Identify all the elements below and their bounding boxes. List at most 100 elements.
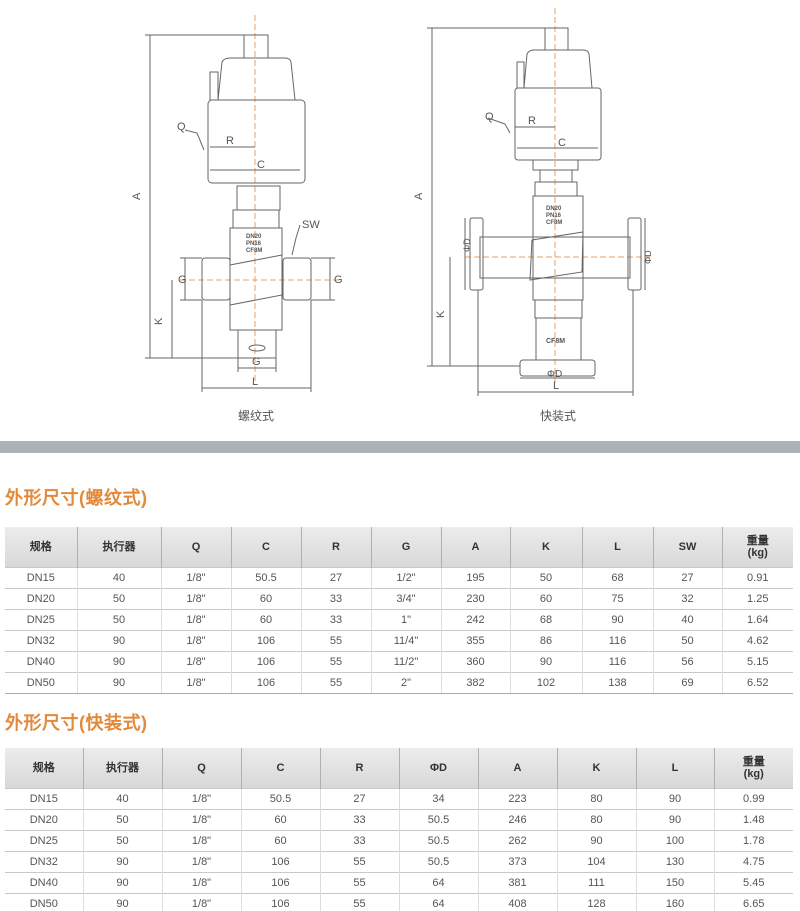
column-header: SW [652, 527, 722, 568]
table-cell: 90 [635, 809, 714, 831]
column-header: K [556, 748, 636, 789]
table-cell: 33 [300, 588, 371, 610]
table-cell: 80 [556, 788, 636, 810]
table-cell: DN40 [5, 651, 77, 673]
column-header: 规格 [5, 748, 83, 789]
table-cell: 55 [300, 672, 371, 694]
column-header: 重量 (kg) [721, 527, 793, 568]
dim-label-g-left: G [178, 274, 187, 286]
table-cell: 90 [82, 851, 162, 873]
column-header: G [370, 527, 441, 568]
column-header: 执行器 [76, 527, 161, 568]
table-cell: 50.5 [398, 809, 478, 831]
table-cell: DN15 [5, 788, 83, 810]
table-cell: 33 [319, 830, 399, 852]
table-cell: 1/8" [161, 830, 241, 852]
column-header: L [635, 748, 714, 789]
table-cell: 75 [581, 588, 653, 610]
dim-label-k: K [153, 317, 165, 325]
column-header: K [509, 527, 582, 568]
column-header: 规格 [5, 527, 77, 568]
dim-label-g-bottom: G [252, 356, 261, 368]
table-cell: 382 [440, 672, 510, 694]
table-cell: 27 [319, 788, 399, 810]
table-cell: 1" [370, 609, 441, 631]
dim-label-sw: SW [302, 219, 320, 231]
table-cell: 1/8" [161, 851, 241, 873]
body-marking: PN16 [246, 241, 262, 247]
table-cell: 1/8" [160, 672, 231, 694]
table-cell: DN32 [5, 630, 77, 652]
column-header: Q [161, 748, 241, 789]
dim-label-a: A [131, 192, 143, 200]
table-cell: 32 [652, 588, 722, 610]
body-marking: CF8M [246, 248, 262, 254]
dim-label-l: L [252, 376, 258, 388]
table-cell: 0.99 [713, 788, 793, 810]
table-cell: 90 [76, 672, 161, 694]
table-cell: 1/8" [160, 630, 231, 652]
threaded-valve-drawing: A K Q R C SW G G G L DN20 PN16 CF8M 螺纹式 [131, 15, 343, 423]
table-cell: 55 [319, 851, 399, 873]
dim-label-c: C [558, 137, 566, 149]
table-cell: DN20 [5, 809, 83, 831]
table-cell: 355 [440, 630, 510, 652]
dim-label-d-right: ΦD [643, 250, 653, 264]
column-header: C [240, 748, 320, 789]
table-cell: 55 [319, 872, 399, 894]
column-header: ΦD [398, 748, 478, 789]
table-cell: 106 [240, 851, 320, 873]
table-cell: 106 [240, 872, 320, 894]
table-cell: 27 [300, 567, 371, 589]
table-cell: 68 [581, 567, 653, 589]
table-cell: 50.5 [398, 851, 478, 873]
table-cell: 27 [652, 567, 722, 589]
column-header: Q [160, 527, 231, 568]
table-cell: 128 [556, 893, 636, 911]
table-cell: 1.78 [713, 830, 793, 852]
column-header: R [319, 748, 399, 789]
table-cell: 33 [300, 609, 371, 631]
table-cell: 60 [240, 809, 320, 831]
table-cell: 6.65 [713, 893, 793, 911]
table-cell: 104 [556, 851, 636, 873]
table-cell: 223 [477, 788, 557, 810]
dim-label-d-bottom: ΦD [547, 369, 562, 380]
table-cell: 1/8" [160, 651, 231, 673]
table-cell: 40 [76, 567, 161, 589]
body-marking: DN20 [546, 206, 562, 212]
table-cell: 106 [230, 651, 301, 673]
dim-label-r: R [528, 115, 536, 127]
table-cell: 1.48 [713, 809, 793, 831]
table-cell: 64 [398, 893, 478, 911]
table-cell: 1.64 [721, 609, 793, 631]
table-cell: DN50 [5, 672, 77, 694]
dim-label-g-right: G [334, 274, 343, 286]
table-cell: 90 [509, 651, 582, 673]
table-cell: 64 [398, 872, 478, 894]
table-cell: 69 [652, 672, 722, 694]
table-cell: 60 [240, 830, 320, 852]
table-cell: 33 [319, 809, 399, 831]
table-cell: 5.45 [713, 872, 793, 894]
table-cell: 1/8" [161, 872, 241, 894]
table-cell: 160 [635, 893, 714, 911]
table-cell: 50 [82, 830, 162, 852]
table-cell: DN15 [5, 567, 77, 589]
table-cell: 106 [230, 630, 301, 652]
clamp-table-title: 外形尺寸(快装式) [5, 713, 148, 733]
table-cell: 138 [581, 672, 653, 694]
table-cell: 68 [509, 609, 582, 631]
table-cell: 1/8" [161, 788, 241, 810]
clamp-caption: 快装式 [540, 409, 576, 423]
